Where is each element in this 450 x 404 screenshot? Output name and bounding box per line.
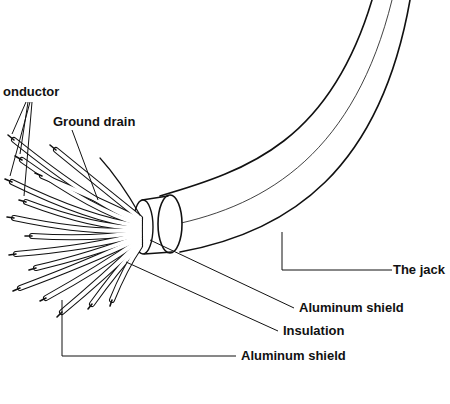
part-label: Aluminum shield <box>240 348 347 363</box>
jacket-end <box>158 195 182 253</box>
wire-bundle <box>5 135 140 317</box>
leader-lines <box>10 102 392 356</box>
part-label: The jack <box>392 262 446 277</box>
jacket-line <box>172 0 392 225</box>
part-label: Aluminum shield <box>298 300 405 315</box>
part-label: onductor <box>2 84 60 99</box>
part-label: Ground drain <box>52 114 136 129</box>
part-label: Insulation <box>282 323 345 338</box>
jacket-edge <box>180 0 410 252</box>
